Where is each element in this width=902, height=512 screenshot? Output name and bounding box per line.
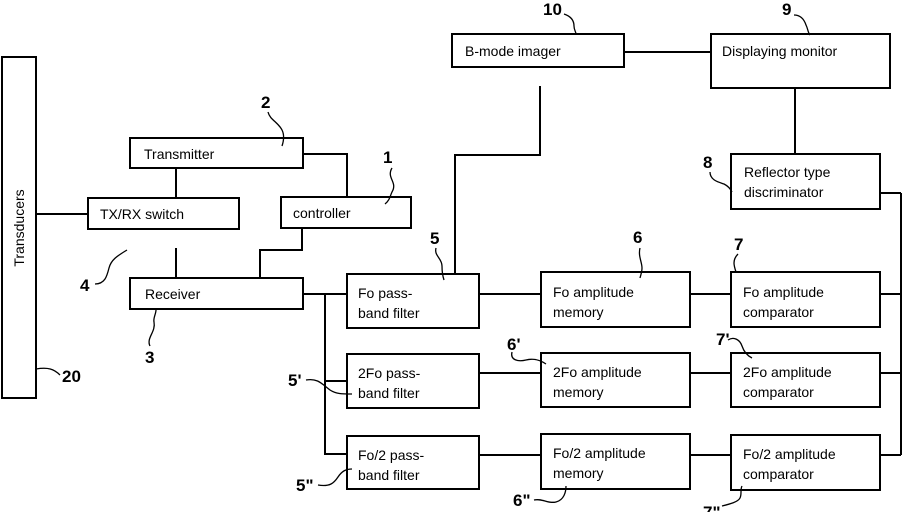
fo-memory-label-1: Fo amplitude [553, 284, 634, 300]
ref-3: 3 [145, 348, 154, 367]
discriminator-block: Reflector type discriminator [731, 154, 880, 209]
transmitter-block: Transmitter [130, 138, 303, 168]
txrx-switch-label: TX/RX switch [100, 206, 184, 222]
fo-filter-label-2: band filter [358, 305, 420, 321]
discriminator-label-1: Reflector type [744, 164, 831, 180]
fo-half-memory-label-1: Fo/2 amplitude [553, 445, 646, 461]
transmitter-label: Transmitter [144, 146, 215, 162]
ref-9: 9 [782, 0, 791, 19]
ref-6-prime: 6' [507, 335, 521, 354]
ref-4: 4 [80, 276, 90, 295]
ref-2: 2 [261, 93, 270, 112]
fo-memory-block: Fo amplitude memory [541, 272, 690, 327]
2fo-memory-label-2: memory [553, 384, 604, 400]
2fo-comparator-block: 2Fo amplitude comparator [731, 353, 880, 407]
fo-filter-label-1: Fo pass- [358, 285, 413, 301]
ref-6: 6 [633, 228, 642, 247]
2fo-filter-block: 2Fo pass- band filter [347, 354, 479, 408]
discriminator-label-2: discriminator [744, 184, 824, 200]
ref-5-double-prime: 5" [296, 476, 314, 495]
fo-comparator-block: Fo amplitude comparator [731, 272, 880, 327]
transducers-label: Transducers [11, 189, 27, 266]
txrx-switch-block: TX/RX switch [88, 198, 239, 229]
controller-block: controller [281, 197, 411, 228]
2fo-filter-label-1: 2Fo pass- [358, 365, 421, 381]
fo-comparator-label-2: comparator [743, 304, 814, 320]
ref-20: 20 [62, 367, 81, 386]
controller-label: controller [293, 205, 351, 221]
fo-half-filter-block: Fo/2 pass- band filter [347, 436, 479, 489]
ref-7: 7 [734, 235, 743, 254]
receiver-block: Receiver [130, 278, 303, 309]
2fo-comparator-label-2: comparator [743, 384, 814, 400]
transducers-block: Transducers [2, 57, 36, 398]
fo-half-comparator-block: Fo/2 amplitude comparator [731, 435, 880, 490]
fo-half-memory-label-2: memory [553, 465, 604, 481]
ref-10: 10 [543, 0, 562, 19]
displaying-monitor-block: Displaying monitor [711, 34, 890, 88]
ref-5-prime: 5' [288, 371, 302, 390]
2fo-filter-label-2: band filter [358, 385, 420, 401]
ref-8: 8 [703, 153, 712, 172]
ref-1: 1 [383, 148, 392, 167]
2fo-memory-block: 2Fo amplitude memory [541, 353, 690, 407]
displaying-monitor-label: Displaying monitor [722, 43, 837, 59]
fo-half-memory-block: Fo/2 amplitude memory [541, 434, 690, 489]
fo-memory-label-2: memory [553, 304, 604, 320]
bmode-imager-block: B-mode imager [452, 34, 624, 67]
2fo-comparator-label-1: 2Fo amplitude [743, 364, 832, 380]
ref-7-double-prime: 7" [703, 503, 721, 512]
bmode-imager-label: B-mode imager [465, 43, 561, 59]
ref-7-prime: 7' [716, 330, 730, 349]
fo-half-filter-label-2: band filter [358, 467, 420, 483]
fo-comparator-label-1: Fo amplitude [743, 284, 824, 300]
fo-half-comparator-label-1: Fo/2 amplitude [743, 446, 836, 462]
fo-half-filter-label-1: Fo/2 pass- [358, 447, 424, 463]
2fo-memory-label-1: 2Fo amplitude [553, 364, 642, 380]
ref-6-double-prime: 6" [513, 491, 531, 510]
ref-5: 5 [430, 229, 439, 248]
receiver-label: Receiver [145, 286, 201, 302]
fo-half-comparator-label-2: comparator [743, 466, 814, 482]
fo-filter-block: Fo pass- band filter [347, 274, 479, 328]
